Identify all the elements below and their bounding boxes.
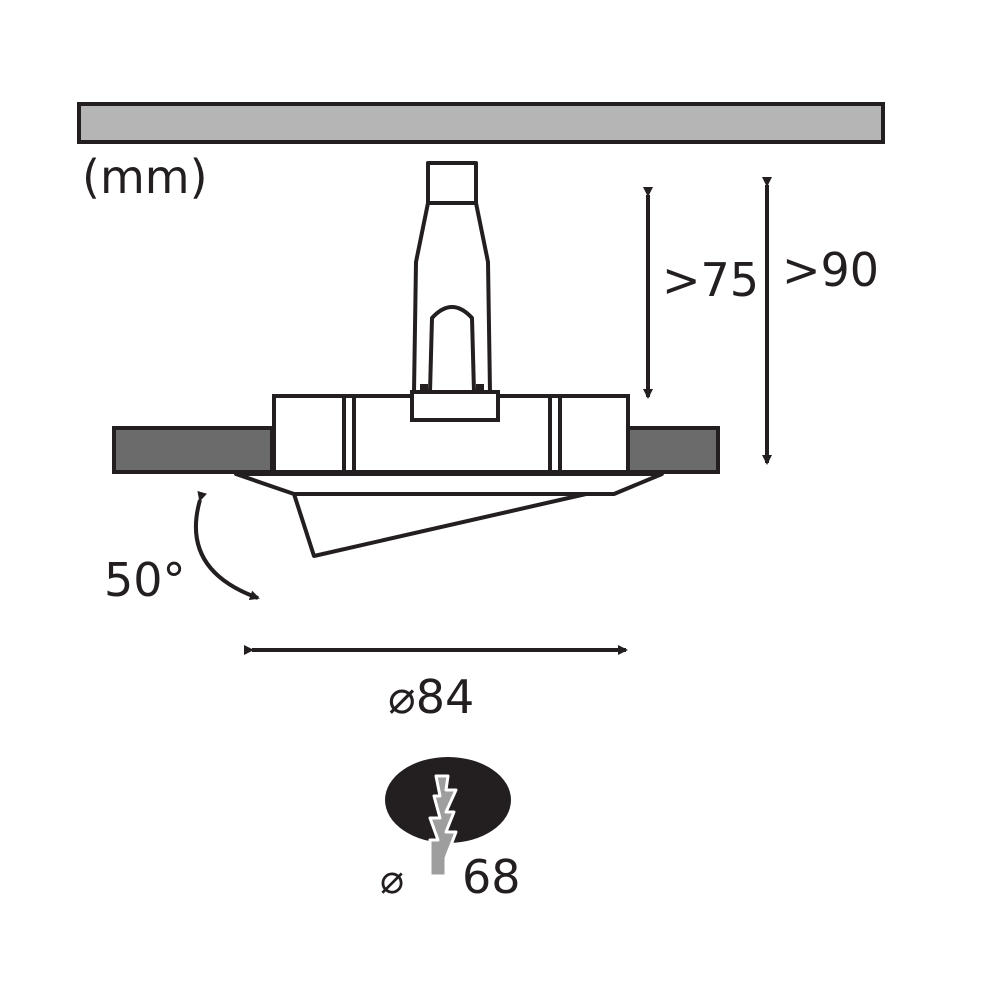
cutout-diameter-symbol: ⌀ — [380, 857, 404, 903]
clearance-label: >75 — [662, 253, 759, 307]
tilted-lamp-insert — [292, 492, 588, 558]
ceiling-panel-icon — [77, 102, 885, 144]
depth-label: >90 — [782, 243, 879, 297]
units-label: (mm) — [82, 150, 208, 204]
housing-body — [272, 390, 630, 474]
cutout-diameter-label: 68 — [462, 850, 521, 904]
flange-right — [626, 426, 720, 474]
spring-clip-icon — [412, 161, 492, 398]
tilt-angle-label: 50° — [104, 553, 186, 607]
flange-left — [112, 426, 274, 474]
trim-ring — [234, 472, 664, 496]
ceiling-cutout-hole-icon — [385, 757, 511, 878]
outer-diameter-label: ⌀84 — [388, 670, 474, 724]
tilt-angle-arrow — [194, 490, 260, 600]
